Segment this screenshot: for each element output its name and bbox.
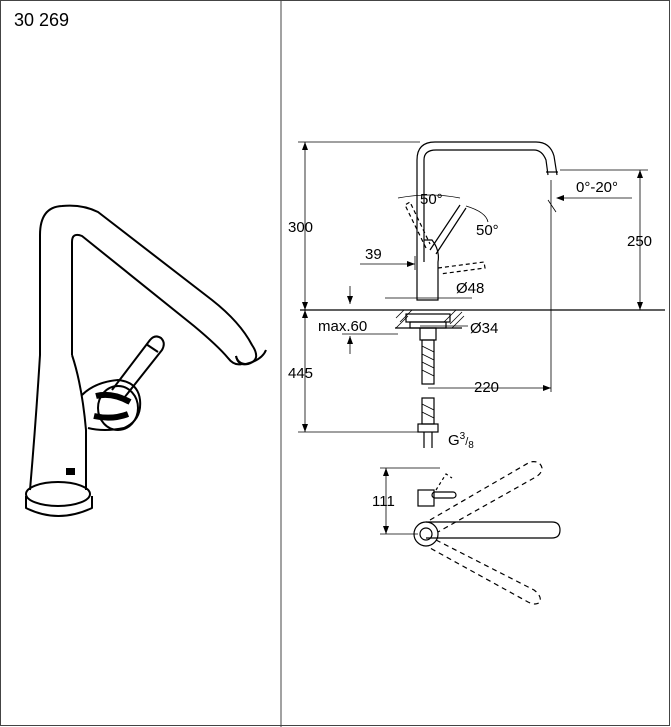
dim-angle-rotation: 0°-20° bbox=[576, 179, 618, 196]
lever-line bbox=[429, 204, 461, 251]
dim-top-depth: 111 bbox=[372, 493, 395, 510]
dimension-labels: 300 250 0°-20° 50° 50° 39 Ø48 max.60 Ø34… bbox=[288, 179, 652, 510]
base-top bbox=[25, 481, 91, 507]
product-number: 30 269 bbox=[14, 10, 69, 30]
top-view bbox=[380, 461, 561, 605]
top-spout bbox=[426, 521, 561, 539]
body-outline bbox=[29, 354, 87, 491]
lever-alt-side bbox=[437, 261, 486, 275]
dim-base-diameter: Ø48 bbox=[456, 280, 484, 297]
lever-handle bbox=[111, 335, 165, 399]
body-line bbox=[416, 239, 439, 301]
dim-height-total: 300 bbox=[288, 219, 313, 236]
top-lever bbox=[431, 491, 457, 499]
faucet-perspective-drawing bbox=[25, 204, 267, 517]
shank bbox=[419, 327, 437, 341]
top-lever-housing bbox=[417, 489, 435, 507]
lever-disc bbox=[97, 385, 139, 431]
dimension-lines bbox=[298, 141, 648, 433]
dim-thread: G3/8 bbox=[448, 431, 474, 451]
top-spout-alt-down bbox=[429, 539, 541, 605]
dim-angle-lever-b: 50° bbox=[476, 222, 499, 239]
hose-connector bbox=[417, 423, 439, 433]
lever-handle-grip bbox=[145, 343, 159, 353]
dimension-arrows bbox=[302, 142, 643, 432]
base-side bbox=[25, 496, 93, 517]
logo-mark bbox=[66, 468, 75, 475]
hose-lower bbox=[421, 397, 435, 425]
dim-spout-reach: 220 bbox=[474, 379, 499, 396]
spout-inner bbox=[71, 233, 243, 366]
lever-alt-up bbox=[404, 201, 431, 249]
deck-washer bbox=[409, 321, 447, 329]
dim-lever-offset: 39 bbox=[365, 246, 382, 263]
lever-line-2 bbox=[435, 207, 467, 255]
dim-max-deck: max.60 bbox=[318, 318, 367, 335]
dim-hole-diameter: Ø34 bbox=[470, 320, 498, 337]
dim-height-spout: 250 bbox=[627, 233, 652, 250]
spout-inner-line bbox=[423, 149, 549, 262]
lever-ring-accents bbox=[93, 391, 132, 421]
spout-tip bbox=[235, 349, 267, 365]
dim-below-deck: 445 bbox=[288, 365, 313, 382]
top-spout-alt-up bbox=[429, 461, 543, 533]
top-lever-alt bbox=[435, 473, 453, 491]
dim-thread-sub: 8 bbox=[468, 440, 474, 451]
top-view-arrows bbox=[383, 468, 389, 534]
deck-hatch bbox=[395, 309, 465, 329]
dim-thread-main: G bbox=[448, 432, 460, 449]
deck-nut bbox=[405, 313, 451, 323]
dim-thread-sup: 3 bbox=[460, 431, 466, 442]
dim-angle-lever-a: 50° bbox=[420, 191, 443, 208]
spout-outer-line bbox=[416, 141, 558, 262]
hose-braid bbox=[421, 345, 435, 419]
